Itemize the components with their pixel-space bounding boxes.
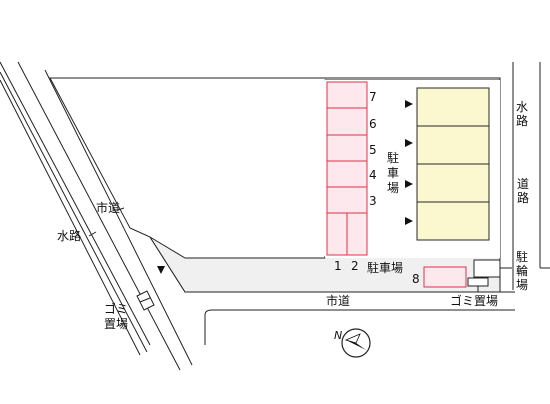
parking-space-5: [326, 134, 368, 162]
triangle-arrow-icon: [405, 139, 413, 147]
building-unit-1: [416, 87, 490, 127]
svg-text:路: 路: [517, 190, 529, 205]
parking-spaces-vertical: [326, 81, 368, 256]
svg-text:車: 車: [387, 166, 399, 180]
garbage-box-left: [136, 290, 155, 311]
svg-text:場: 場: [516, 278, 528, 292]
space-number-6: 6: [369, 117, 377, 131]
label-waterway-right: 水 路: [516, 100, 528, 128]
triangle-arrow-icon: [405, 100, 413, 108]
parking-space-3: [326, 186, 368, 214]
label-bike-parking: 駐 輪 場: [516, 249, 528, 292]
parking-space-8: [423, 266, 467, 288]
building-unit-3: [416, 163, 490, 203]
label-garbage-left-2: 置場: [104, 317, 128, 331]
label-garbage-left-1: ゴミ: [104, 301, 128, 316]
triangle-arrow-icon: [157, 266, 165, 274]
entrance-arrows: [157, 100, 413, 274]
svg-text:水: 水: [516, 100, 528, 114]
building-unit-2: [416, 125, 490, 165]
building-unit-4: [416, 201, 490, 241]
right-road: [512, 62, 550, 290]
svg-text:場: 場: [387, 181, 399, 195]
svg-text:路: 路: [516, 113, 528, 128]
space-number-2: 2: [351, 259, 359, 273]
diagonal-roads: [0, 61, 193, 371]
north-compass-icon: N: [334, 328, 371, 358]
bike-parking-box: [473, 259, 501, 278]
parking-space-2: [346, 212, 368, 256]
svg-text:N: N: [334, 329, 342, 342]
lot-white-area: [52, 80, 325, 256]
space-number-5: 5: [369, 143, 377, 157]
triangle-arrow-icon: [405, 217, 413, 225]
label-garbage-right: ゴミ置場: [450, 293, 498, 308]
label-city-road-bottom: 市道: [326, 293, 350, 308]
bottom-road: [185, 291, 515, 345]
label-parking-vertical: 駐 車 場: [387, 150, 399, 195]
svg-text:駐: 駐: [387, 150, 399, 165]
parking-space-6: [326, 107, 368, 136]
label-parking-horizontal: 駐車場: [367, 260, 403, 275]
triangle-arrow-icon: [405, 180, 413, 188]
space-number-1: 1: [334, 259, 342, 273]
space-number-4: 4: [369, 168, 377, 182]
parking-space-7: [326, 81, 368, 109]
svg-text:輪: 輪: [516, 263, 528, 278]
svg-text:駐: 駐: [516, 249, 528, 264]
label-road-right: 道 路: [517, 177, 529, 205]
space-number-8: 8: [412, 272, 420, 286]
building: [416, 87, 490, 241]
space-number-3: 3: [369, 194, 377, 208]
leader-lines: [88, 207, 125, 237]
label-waterway-left: 水路: [57, 228, 81, 243]
garbage-box-right: [467, 277, 489, 287]
label-city-road-left: 市道: [96, 200, 120, 215]
space-number-7: 7: [369, 90, 377, 104]
parking-space-4: [326, 160, 368, 188]
svg-text:道: 道: [517, 177, 529, 191]
parking-space-1: [326, 212, 348, 256]
